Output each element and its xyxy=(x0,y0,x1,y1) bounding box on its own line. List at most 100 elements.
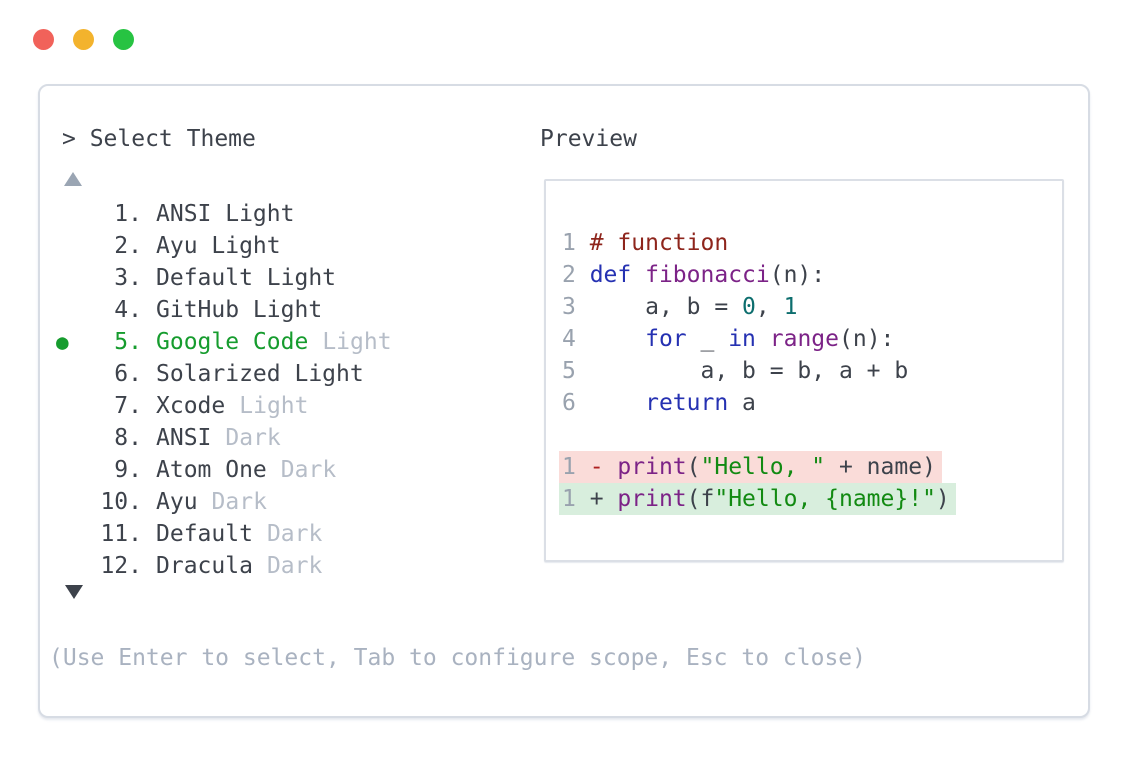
code-token: , xyxy=(755,294,784,320)
item-number: 8. xyxy=(100,425,142,451)
code-token: a, b = xyxy=(589,294,743,320)
item-variant-label: Dark xyxy=(266,521,323,547)
item-label: ANSI xyxy=(156,425,212,451)
item-variant-label: Light xyxy=(239,393,309,419)
code-token: 1 xyxy=(562,486,590,512)
theme-list: 1. ANSI Light 2. Ayu Light 3.Default Light… xyxy=(56,198,392,582)
code-token: 6 xyxy=(562,390,590,416)
code-line: 4 for _ in range(n): xyxy=(562,323,956,355)
item-label: Xcode xyxy=(156,393,226,419)
code-line: 5 a, b = b, a + b xyxy=(562,355,956,387)
bullet-slot xyxy=(62,454,100,486)
item-label: Atom One xyxy=(156,457,267,483)
code-token: (n): xyxy=(769,262,826,288)
code-line: 6 return a xyxy=(562,387,956,419)
code-token xyxy=(590,390,645,416)
code-token: a xyxy=(728,390,756,416)
code-line: 1 # function xyxy=(562,227,956,259)
theme-list-item[interactable]: 12. Dracula Dark xyxy=(62,550,392,582)
item-label: Solarized Light xyxy=(156,361,364,387)
code-token: a, b = b, a + b xyxy=(589,358,909,384)
theme-list-item[interactable]: 4. GitHub Light xyxy=(62,294,392,326)
theme-list-item[interactable]: 9. Atom One Dark xyxy=(62,454,392,486)
selected-bullet-icon: ● xyxy=(56,326,100,358)
dialog-prompt: > Select Theme xyxy=(62,126,256,152)
item-number: 7. xyxy=(100,393,142,419)
minimize-button[interactable] xyxy=(73,29,94,50)
item-label: ANSI Light xyxy=(156,201,295,227)
item-label: GitHub Light xyxy=(156,297,323,323)
code-token: 5 xyxy=(562,358,590,384)
code-token: fibonacci xyxy=(645,262,770,288)
theme-list-item[interactable]: ● 5. Google Code Light xyxy=(56,326,392,358)
code-token xyxy=(631,262,645,288)
code-token: - xyxy=(589,454,618,480)
code-token: print xyxy=(617,454,687,480)
item-label: Ayu Light xyxy=(156,233,281,259)
code-token: + xyxy=(589,486,618,512)
bullet-slot xyxy=(62,422,100,454)
code-token: "Hello, " xyxy=(700,454,826,480)
code-token: 1 xyxy=(562,230,590,256)
code-token: _ xyxy=(686,326,729,352)
item-variant-label: Dark xyxy=(225,425,281,451)
scroll-down-icon[interactable] xyxy=(65,585,83,599)
theme-list-item[interactable]: 6. Solarized Light xyxy=(62,358,392,390)
code-token: ( xyxy=(686,454,701,480)
item-number: 12. xyxy=(100,553,142,579)
item-number: 4. xyxy=(100,297,142,323)
scroll-up-icon[interactable] xyxy=(64,172,82,186)
code-token: print xyxy=(617,486,687,512)
bullet-slot xyxy=(62,518,100,550)
item-number: 6. xyxy=(100,361,142,387)
code-line: 3 a, b = 0, 1 xyxy=(562,291,956,323)
bullet-slot xyxy=(62,198,100,230)
code-token: range xyxy=(769,326,839,352)
window-controls xyxy=(33,29,134,50)
item-number: 2. xyxy=(100,233,142,259)
item-label: Google Code xyxy=(156,329,309,355)
item-number: 3. xyxy=(100,265,142,291)
bullet-slot xyxy=(62,550,100,582)
item-number: 9. xyxy=(100,457,142,483)
code-token: def xyxy=(589,262,632,288)
code-token: (n): xyxy=(839,326,895,352)
bullet-slot xyxy=(62,486,100,518)
code-token: 3 xyxy=(562,294,590,320)
zoom-button[interactable] xyxy=(113,29,134,50)
help-text: (Use Enter to select, Tab to configure s… xyxy=(49,645,866,671)
item-variant-label: Light xyxy=(322,329,392,355)
theme-list-item[interactable]: 8. ANSI Dark xyxy=(62,422,392,454)
code-token: "Hello, {name}!" xyxy=(714,486,936,512)
item-label: Dracula xyxy=(156,553,253,579)
code-token: (f xyxy=(686,486,715,512)
theme-list-item[interactable]: 3.Default Light xyxy=(62,262,392,294)
item-variant-label: Dark xyxy=(266,553,323,579)
item-number: 5. xyxy=(100,329,142,355)
bullet-slot xyxy=(62,390,100,422)
code-token: ) xyxy=(935,486,950,512)
theme-list-item[interactable]: 2. Ayu Light xyxy=(62,230,392,262)
bullet-slot xyxy=(62,294,100,326)
code-token: in xyxy=(728,326,756,352)
code-line: 2 def fibonacci(n): xyxy=(562,259,956,291)
theme-list-item[interactable]: 1. ANSI Light xyxy=(62,198,392,230)
theme-list-item[interactable]: 7. Xcode Light xyxy=(62,390,392,422)
close-button[interactable] xyxy=(33,29,54,50)
code-token: return xyxy=(645,390,729,416)
bullet-slot xyxy=(62,262,100,294)
item-number: 11. xyxy=(100,521,142,547)
code-token xyxy=(756,326,770,352)
code-token: 1 xyxy=(562,454,590,480)
diff-minus-line: 1 - print("Hello, " + name) xyxy=(559,451,956,483)
item-number: 1. xyxy=(100,201,142,227)
bullet-slot xyxy=(62,358,100,390)
code-token: + name) xyxy=(825,454,936,480)
item-variant-label: Dark xyxy=(280,457,337,483)
diff-plus-line: 1 + print(f"Hello, {name}!") xyxy=(559,483,956,515)
code-token: 4 xyxy=(562,326,590,352)
